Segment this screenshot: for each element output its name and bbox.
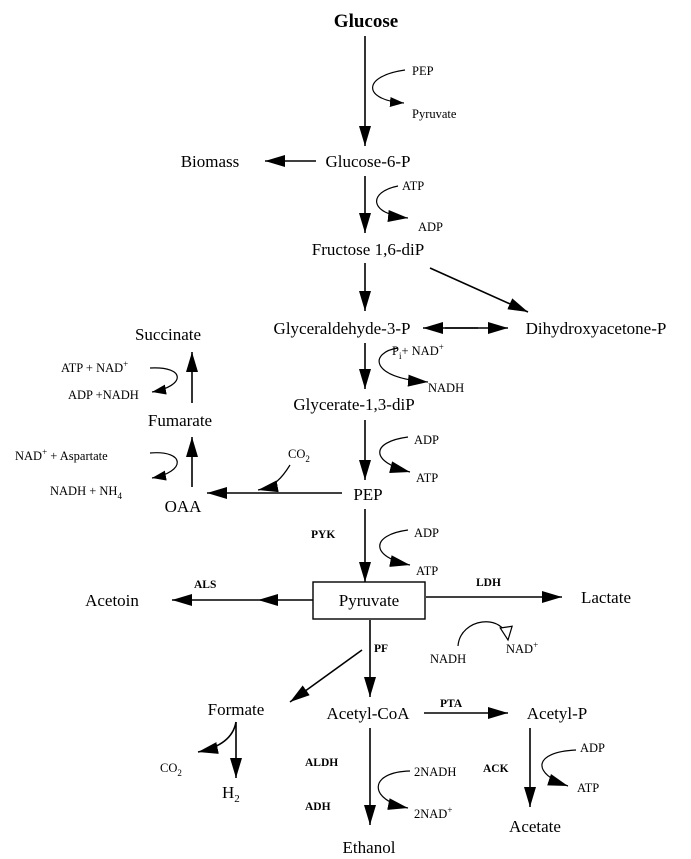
- enzyme-ldh-label: LDH: [476, 577, 501, 589]
- h2-label: H2: [222, 783, 240, 805]
- pyruvate-branch-arrows: [172, 591, 562, 825]
- glyceraldehyde-3-p-label: Glyceraldehyde-3-P: [274, 319, 411, 338]
- glycerate-13-dip-label: Glycerate-1,3-diP: [293, 395, 414, 414]
- arrow-pyruvate-to-formate: [289, 649, 363, 703]
- atp-label-1: ATP: [402, 179, 424, 193]
- enzyme-pta-label: PTA: [440, 698, 463, 710]
- enzyme-aldh-label: ALDH: [305, 757, 338, 769]
- adp-label-4: ADP: [580, 741, 605, 755]
- arrow-formate-to-co2: [197, 721, 237, 754]
- ldh-nadh-label: NADH: [430, 652, 466, 666]
- acetyl-p-label: Acetyl-P: [527, 704, 587, 723]
- succinate-label: Succinate: [135, 325, 201, 344]
- adp-label-1: ADP: [418, 220, 443, 234]
- pyruvate-box: [312, 581, 426, 620]
- arrow-f16dip-to-dhap: [429, 267, 529, 313]
- nadh-label-1: NADH: [428, 381, 464, 395]
- adp-label-2: ADP: [414, 433, 439, 447]
- acetoin-label: Acetoin: [85, 591, 139, 610]
- ethanol-label: Ethanol: [343, 838, 396, 857]
- curve-pi-nadh: [378, 347, 429, 387]
- curve-atp-adp-1: [376, 185, 409, 222]
- co2-label-formate: CO2: [160, 761, 182, 778]
- pep-label: PEP: [353, 485, 382, 504]
- 2nadh-label: 2NADH: [414, 765, 456, 779]
- enzyme-labels: PYK ALS LDH PF PTA ALDH ADH ACK: [194, 529, 509, 813]
- acetate-label: Acetate: [509, 817, 561, 836]
- pep-input-label: PEP: [412, 64, 434, 78]
- curve-2nadh-2nad: [377, 770, 411, 810]
- fumarate-label: Fumarate: [148, 411, 212, 430]
- enzyme-pf-label: PF: [374, 643, 388, 655]
- dihydroxyacetone-p-label: Dihydroxyacetone-P: [526, 319, 667, 338]
- curve-adp-atp-2: [379, 436, 411, 473]
- pyruvate-label: Pyruvate: [339, 591, 399, 610]
- fructose-16-dip-label: Fructose 1,6-diP: [312, 240, 424, 259]
- acetyl-coa-label: Acetyl-CoA: [326, 704, 410, 723]
- curve-adp-atp-4: [541, 749, 577, 787]
- formate-label: Formate: [208, 700, 265, 719]
- fumarate-nad-aspartate-label: NAD+ + Aspartate: [15, 447, 108, 463]
- biomass-label: Biomass: [181, 152, 240, 171]
- pyruvate-output-label: Pyruvate: [412, 107, 457, 121]
- succinate-adp-nadh-label: ADP +NADH: [68, 388, 139, 402]
- lactate-label: Lactate: [581, 588, 631, 607]
- co2-label-pep: CO2: [288, 447, 310, 464]
- curve-fumarate-cofactors: [149, 452, 178, 481]
- cofactor-curves: [149, 69, 577, 810]
- oaa-label: OAA: [165, 497, 203, 516]
- curve-adp-atp-3: [379, 529, 411, 567]
- glucose-6-p-label: Glucose-6-P: [326, 152, 411, 171]
- curve-ldh-nadh-nad: [457, 621, 513, 647]
- enzyme-pyk-label: PYK: [311, 529, 335, 541]
- curve-co2-pep: [257, 464, 291, 493]
- enzyme-adh-label: ADH: [305, 801, 331, 813]
- atp-label-3: ATP: [416, 564, 438, 578]
- succinate-atp-nad-label: ATP + NAD+: [61, 359, 128, 375]
- cofactor-labels: PEP Pyruvate ATP ADP Pi+ NAD+ NADH ADP A…: [15, 64, 605, 821]
- glucose-label: Glucose: [334, 11, 398, 32]
- ldh-nad-label: NAD+: [506, 640, 538, 656]
- curve-succinate-cofactors: [149, 367, 178, 395]
- glycolysis-arrows: [186, 36, 529, 582]
- atp-label-2: ATP: [416, 471, 438, 485]
- curve-pep-pyruvate: [372, 69, 406, 107]
- enzyme-als-label: ALS: [194, 579, 216, 591]
- atp-label-4: ATP: [577, 781, 599, 795]
- adp-label-3: ADP: [414, 526, 439, 540]
- oaa-nadh-nh4-label: NADH + NH4: [50, 484, 122, 501]
- enzyme-ack-label: ACK: [483, 763, 509, 775]
- 2nad-label: 2NAD+: [414, 805, 452, 821]
- metabolite-labels: Glucose Glucose-6-P Biomass Fructose 1,6…: [85, 11, 666, 857]
- pi-nad-label: Pi+ NAD+: [392, 342, 444, 361]
